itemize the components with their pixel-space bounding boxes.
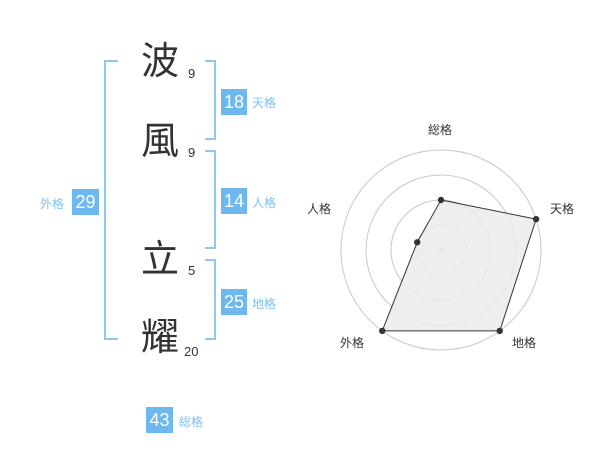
- radar-point-4: [414, 239, 421, 246]
- gaikaku-bracket: [104, 60, 118, 340]
- stroke-count-2: 9: [188, 145, 196, 160]
- chikaku-label: 地格: [252, 297, 277, 311]
- name-char-4: 耀: [141, 315, 180, 359]
- stroke-count-4: 20: [184, 344, 199, 359]
- name-char-2: 風: [141, 119, 180, 163]
- radar-point-3: [379, 327, 386, 335]
- name-char-1: 波: [141, 39, 180, 83]
- tenkaku-value: 18: [221, 89, 247, 115]
- radar-value-polygon: [381, 199, 537, 332]
- stroke-count-1: 9: [188, 66, 196, 81]
- jinkaku-label: 人格: [252, 196, 277, 210]
- stroke-count-3: 5: [188, 263, 196, 278]
- jinkaku-value: 14: [221, 188, 247, 214]
- radar-grid-ring: [340, 149, 542, 351]
- tenkaku-bracket: [205, 60, 216, 140]
- soukaku-value: 43: [146, 407, 173, 433]
- radar-point-2: [496, 327, 503, 335]
- radar-point-1: [532, 215, 540, 223]
- jinkaku-bracket: [205, 150, 216, 249]
- gaikaku-value: 29: [72, 189, 99, 215]
- gaikaku-label: 外格: [40, 197, 65, 211]
- name-char-3: 立: [141, 237, 180, 281]
- radar-axis-label-tenkaku: 天格: [550, 202, 575, 216]
- radar-point-0: [437, 196, 445, 204]
- tenkaku-label: 天格: [252, 96, 277, 110]
- soukaku-label: 総格: [179, 415, 204, 429]
- radar-axis-label-jinkaku: 人格: [307, 202, 332, 216]
- chikaku-value: 25: [221, 289, 247, 315]
- radar-axis-label-soukaku: 総格: [428, 123, 453, 137]
- radar-axis-label-chikaku: 地格: [512, 336, 537, 350]
- radar-axis-label-gaikaku: 外格: [340, 336, 365, 350]
- chikaku-bracket: [205, 259, 216, 340]
